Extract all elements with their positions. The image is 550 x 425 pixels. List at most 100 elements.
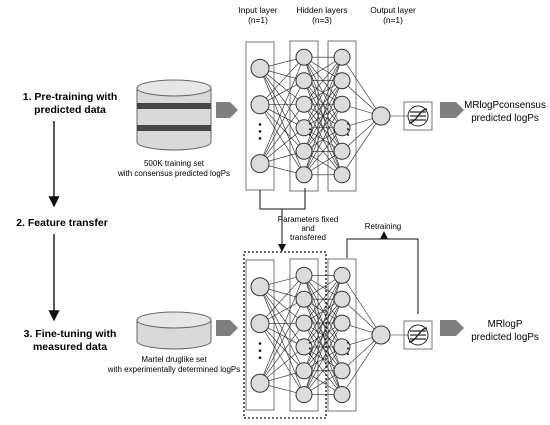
bottom-sigmoid-curve (408, 327, 428, 343)
bottom-database-icon (136, 311, 212, 350)
top-hidden-node-1-2 (295, 72, 313, 90)
bottom-connection (259, 286, 305, 348)
top-hidden-ellipsis-dot (347, 133, 349, 136)
bottom-neural-network (245, 258, 433, 412)
hidden-layers-count: (n=3) (312, 15, 332, 25)
bottom-sigmoid-frame (403, 320, 433, 350)
top-sigmoid-icon (403, 101, 433, 131)
bottom-hidden-node-2-1 (333, 266, 351, 284)
top-hidden-node-1-6 (295, 166, 313, 184)
top-input-node-3 (250, 154, 270, 174)
bottom-input-ellipsis-dot (258, 342, 262, 345)
top-hidden-ellipsis-dot (347, 122, 349, 125)
output-layer-header: Output layer (370, 5, 416, 15)
bottom-output-sublabel: predicted logPs (471, 332, 539, 343)
top-connection (259, 104, 305, 175)
top-sigmoid-frame (403, 101, 433, 131)
bottom-connection (259, 275, 305, 324)
top-input-ellipsis-dot (258, 130, 262, 133)
bottom-connection (259, 322, 305, 384)
bottom-hidden-node-1-2 (295, 290, 313, 308)
bottom-hidden-ellipsis-dot (309, 353, 311, 356)
top-sigmoid-curve (408, 108, 428, 124)
bottom-hidden-node-2-4 (333, 338, 351, 356)
top-connection (259, 80, 305, 164)
stage-feature-transfer: 2. Feature transfer (16, 217, 108, 229)
transfer-note-bg (283, 214, 333, 244)
stage-pretraining-title: 1. Pre-training with (23, 91, 118, 103)
top-output-label: MRlogPconsensus (464, 100, 546, 111)
hidden-layers-header: Hidden layers (296, 5, 347, 15)
bottom-hidden-ellipsis-dot (309, 347, 311, 350)
bottom-input-ellipsis-dot (258, 349, 262, 352)
top-connection (259, 104, 305, 164)
top-output-sublabel: predicted logPs (471, 113, 539, 124)
top-hidden-ellipsis-dot (347, 128, 349, 131)
bottom-hidden-ellipsis-dot (347, 347, 349, 350)
bottom-hidden-node-1-6 (295, 386, 313, 404)
bottom-connection (341, 275, 382, 336)
bottom-output-node (371, 325, 391, 345)
bottom-dataset-label: Martel druglike set (141, 355, 207, 364)
retraining-label: Retraining (365, 222, 401, 231)
bottom-connection (259, 323, 305, 395)
input-layer-header: Input layer (238, 5, 277, 15)
bottom-hidden-ellipsis-dot (347, 341, 349, 344)
retraining-loop (346, 238, 419, 314)
transfer-note-line2: and (301, 224, 314, 233)
output-layer-count: (n=1) (383, 15, 403, 25)
bottom-hidden-node-1-1 (295, 266, 313, 284)
bottom-hidden-node-2-6 (333, 386, 351, 404)
top-input-arrow-icon (216, 102, 238, 118)
bottom-connection (303, 299, 343, 395)
transferred-layers-box (243, 251, 327, 419)
bottom-hidden-node-2-2 (333, 290, 351, 308)
top-dataset-sublabel: with consensus predicted logPs (117, 169, 230, 178)
bottom-input-node-2 (250, 314, 270, 334)
top-connection (303, 104, 343, 175)
top-connection (303, 80, 343, 175)
top-hidden-node-1-4 (295, 119, 313, 137)
transfer-note-line1: Parameters fixed (278, 215, 338, 224)
bottom-input-layer-frame (245, 259, 275, 411)
bottom-connection (303, 275, 343, 348)
bottom-output-label: MRlogP (488, 319, 523, 330)
input-layer-count: (n=1) (248, 15, 268, 25)
bottom-connection (303, 275, 343, 324)
top-output-arrow-icon (440, 102, 464, 118)
bottom-input-node-3 (250, 373, 270, 393)
top-database-icon (136, 79, 212, 151)
top-hidden-node-1-1 (295, 48, 313, 66)
top-connection (259, 68, 305, 128)
top-hidden-node-2-3 (333, 95, 351, 113)
bottom-input-node-1 (250, 277, 270, 297)
top-neural-network (245, 40, 433, 192)
top-connection (303, 57, 343, 105)
bottom-input-arrow-icon (216, 320, 238, 336)
bottom-hidden-node-2-3 (333, 314, 351, 332)
bottom-hidden-ellipsis-dot (347, 353, 349, 356)
bottom-connection (303, 322, 343, 395)
top-hidden-node-1-3 (295, 95, 313, 113)
top-dataset-label: 500K training set (144, 159, 205, 168)
top-connection (341, 57, 382, 117)
top-input-node-1 (250, 58, 270, 78)
top-hidden-layer-frame-2 (327, 40, 357, 192)
top-connection (259, 57, 305, 164)
top-hidden-ellipsis-dot (309, 133, 311, 136)
bottom-hidden-ellipsis-dot (309, 341, 311, 344)
bottom-hidden-node-2-5 (333, 362, 351, 380)
top-connection (259, 56, 305, 106)
stage-finetuning-title: 3. Fine-tuning with (24, 328, 117, 340)
bottom-connection (259, 275, 305, 384)
bottom-sigmoid-icon (403, 320, 433, 350)
top-connection (341, 115, 382, 175)
bottom-connection (259, 286, 305, 324)
stage-pretraining-subtitle: predicted data (34, 104, 106, 116)
bottom-connection (259, 299, 305, 384)
bottom-connection (341, 334, 382, 395)
bottom-hidden-layer-frame-1 (289, 258, 319, 412)
bottom-input-ellipsis-dot (258, 356, 262, 360)
bottom-connection (259, 323, 305, 371)
top-hidden-node-1-5 (295, 142, 313, 160)
